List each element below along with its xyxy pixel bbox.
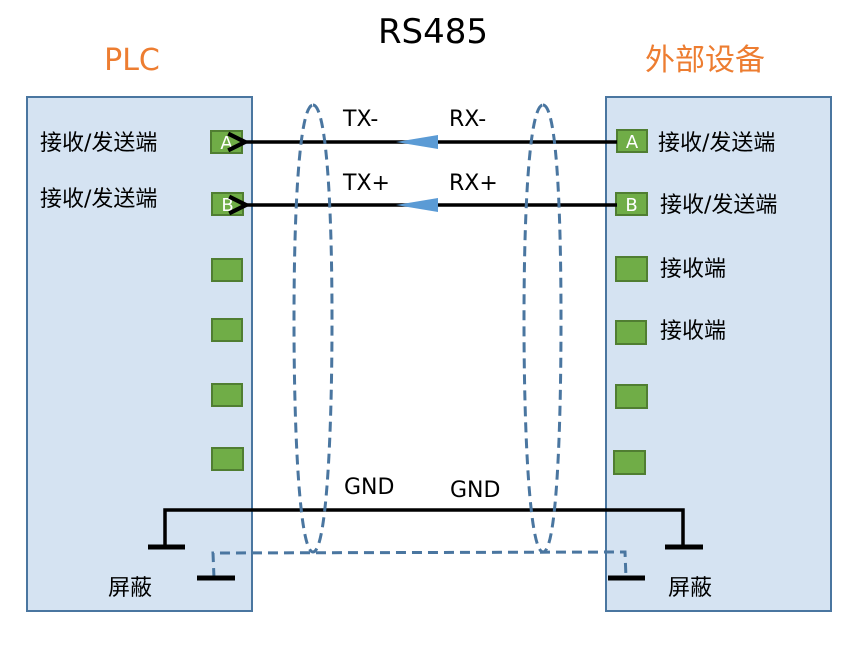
right-pin-4-label: 接收端	[660, 319, 726, 344]
left-pin-5	[211, 383, 243, 407]
signal-label-tx-plus: TX+	[342, 171, 390, 196]
shield-wire	[211, 550, 628, 579]
right-pin-5	[615, 384, 648, 409]
right-pin-b-label: 接收/发送端	[660, 193, 777, 218]
signal-label-rx-minus: RX-	[449, 107, 486, 132]
right-pin-3	[615, 256, 648, 282]
right-pin-4	[615, 320, 647, 345]
left-pin-b: B	[211, 192, 244, 216]
right-pin-6	[613, 450, 646, 475]
left-pin-6	[211, 447, 244, 471]
signal-label-tx-minus: TX-	[342, 107, 378, 132]
left-pin-3	[211, 258, 243, 282]
left-device-box	[26, 96, 253, 612]
right-pin-a: A	[616, 129, 648, 153]
left-shield-label: 屏蔽	[108, 576, 152, 601]
pin-letter: A	[220, 133, 233, 154]
right-pin-a-label: 接收/发送端	[658, 131, 775, 156]
signal-label-rx-plus: RX+	[449, 171, 498, 196]
right-pin-3-label: 接收端	[660, 257, 726, 282]
direction-arrow-icon	[396, 198, 438, 212]
left-cable-shield-ellipse	[292, 103, 334, 554]
left-pin-b-label: 接收/发送端	[40, 187, 157, 212]
left-pin-a-label: 接收/发送端	[40, 131, 157, 156]
right-pin-b: B	[615, 192, 648, 216]
right-shield-label: 屏蔽	[668, 576, 712, 601]
right-device-box	[605, 96, 832, 612]
gnd-wire	[163, 508, 685, 546]
left-device-title: PLC	[104, 43, 160, 78]
direction-arrow-icon	[396, 135, 438, 149]
right-cable-shield-ellipse	[522, 103, 563, 554]
diagram-title: RS485	[378, 12, 488, 52]
pin-letter: B	[625, 195, 637, 216]
gnd-label-right: GND	[450, 478, 500, 503]
pin-letter: A	[626, 132, 639, 153]
left-pin-a: A	[210, 130, 243, 154]
left-pin-4	[211, 318, 243, 342]
gnd-label-left: GND	[344, 475, 394, 500]
right-device-title: 外部设备	[645, 43, 765, 78]
pin-letter: B	[221, 195, 233, 216]
